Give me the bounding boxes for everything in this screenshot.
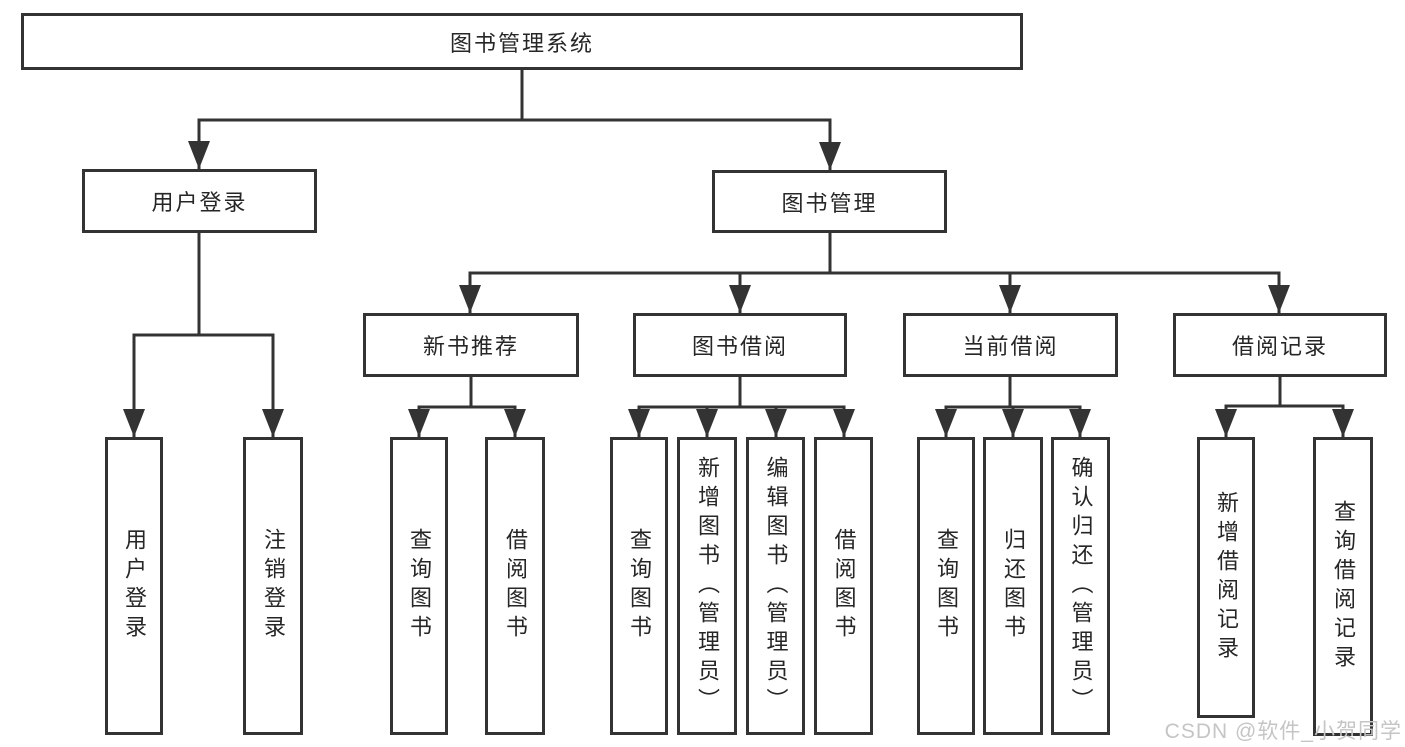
leaf-logout: 注销登录 <box>243 437 303 735</box>
leaf-user-login: 用户登录 <box>105 437 163 735</box>
arrowhead <box>765 409 787 437</box>
arrowhead <box>1002 409 1024 437</box>
arrowhead <box>408 409 430 437</box>
leaf-query-borrow-record: 查询借阅记录 <box>1313 437 1373 736</box>
node-user-login: 用户登录 <box>82 169 317 233</box>
arrowhead <box>729 285 751 313</box>
connector-root-to-level2 <box>188 69 841 170</box>
arrowhead <box>459 285 481 313</box>
connector-current-borrow-leaves <box>935 377 1091 437</box>
arrowhead <box>935 409 957 437</box>
leaf-edit-books-admin: 编辑图书（管理员） <box>746 437 805 735</box>
arrowhead <box>262 409 284 437</box>
node-new-book-recommendation: 新书推荐 <box>363 313 579 377</box>
arrowhead <box>696 409 718 437</box>
leaf-query-books-recommendation: 查询图书 <box>390 437 448 735</box>
leaf-query-books-borrowing: 查询图书 <box>610 437 668 735</box>
leaf-add-borrow-record: 新增借阅记录 <box>1197 437 1255 718</box>
node-book-borrowing: 图书借阅 <box>633 313 847 377</box>
leaf-return-books: 归还图书 <box>983 437 1043 735</box>
csdn-watermark: CSDN @软件_小贺同学 <box>1164 720 1402 743</box>
arrowhead <box>1215 409 1237 437</box>
node-root-system: 图书管理系统 <box>21 13 1023 70</box>
leaf-borrow-books-recommendation: 借阅图书 <box>485 437 545 735</box>
arrowhead <box>819 142 841 170</box>
leaf-borrow-books: 借阅图书 <box>814 437 873 735</box>
arrowhead <box>188 141 210 169</box>
node-borrowing-records: 借阅记录 <box>1173 313 1387 377</box>
arrowhead <box>628 409 650 437</box>
arrowhead <box>123 409 145 437</box>
arrowhead <box>1332 409 1354 437</box>
arrowhead <box>833 409 855 437</box>
connector-borrow-record-leaves <box>1215 377 1354 437</box>
connector-management-to-level3 <box>459 233 1290 313</box>
connector-user-login-leaves <box>123 233 284 437</box>
node-book-management: 图书管理 <box>712 170 947 233</box>
arrowhead <box>999 285 1021 313</box>
arrowhead <box>504 409 526 437</box>
arrowhead <box>1069 409 1091 437</box>
connector-book-borrow-leaves <box>628 377 855 437</box>
leaf-confirm-return-admin: 确认归还（管理员） <box>1051 437 1110 735</box>
arrowhead <box>1268 285 1290 313</box>
connector-new-book-leaves <box>408 377 526 437</box>
leaf-add-books-admin: 新增图书（管理员） <box>677 437 737 735</box>
leaf-query-books-current: 查询图书 <box>917 437 975 735</box>
node-current-borrowing: 当前借阅 <box>903 313 1118 377</box>
